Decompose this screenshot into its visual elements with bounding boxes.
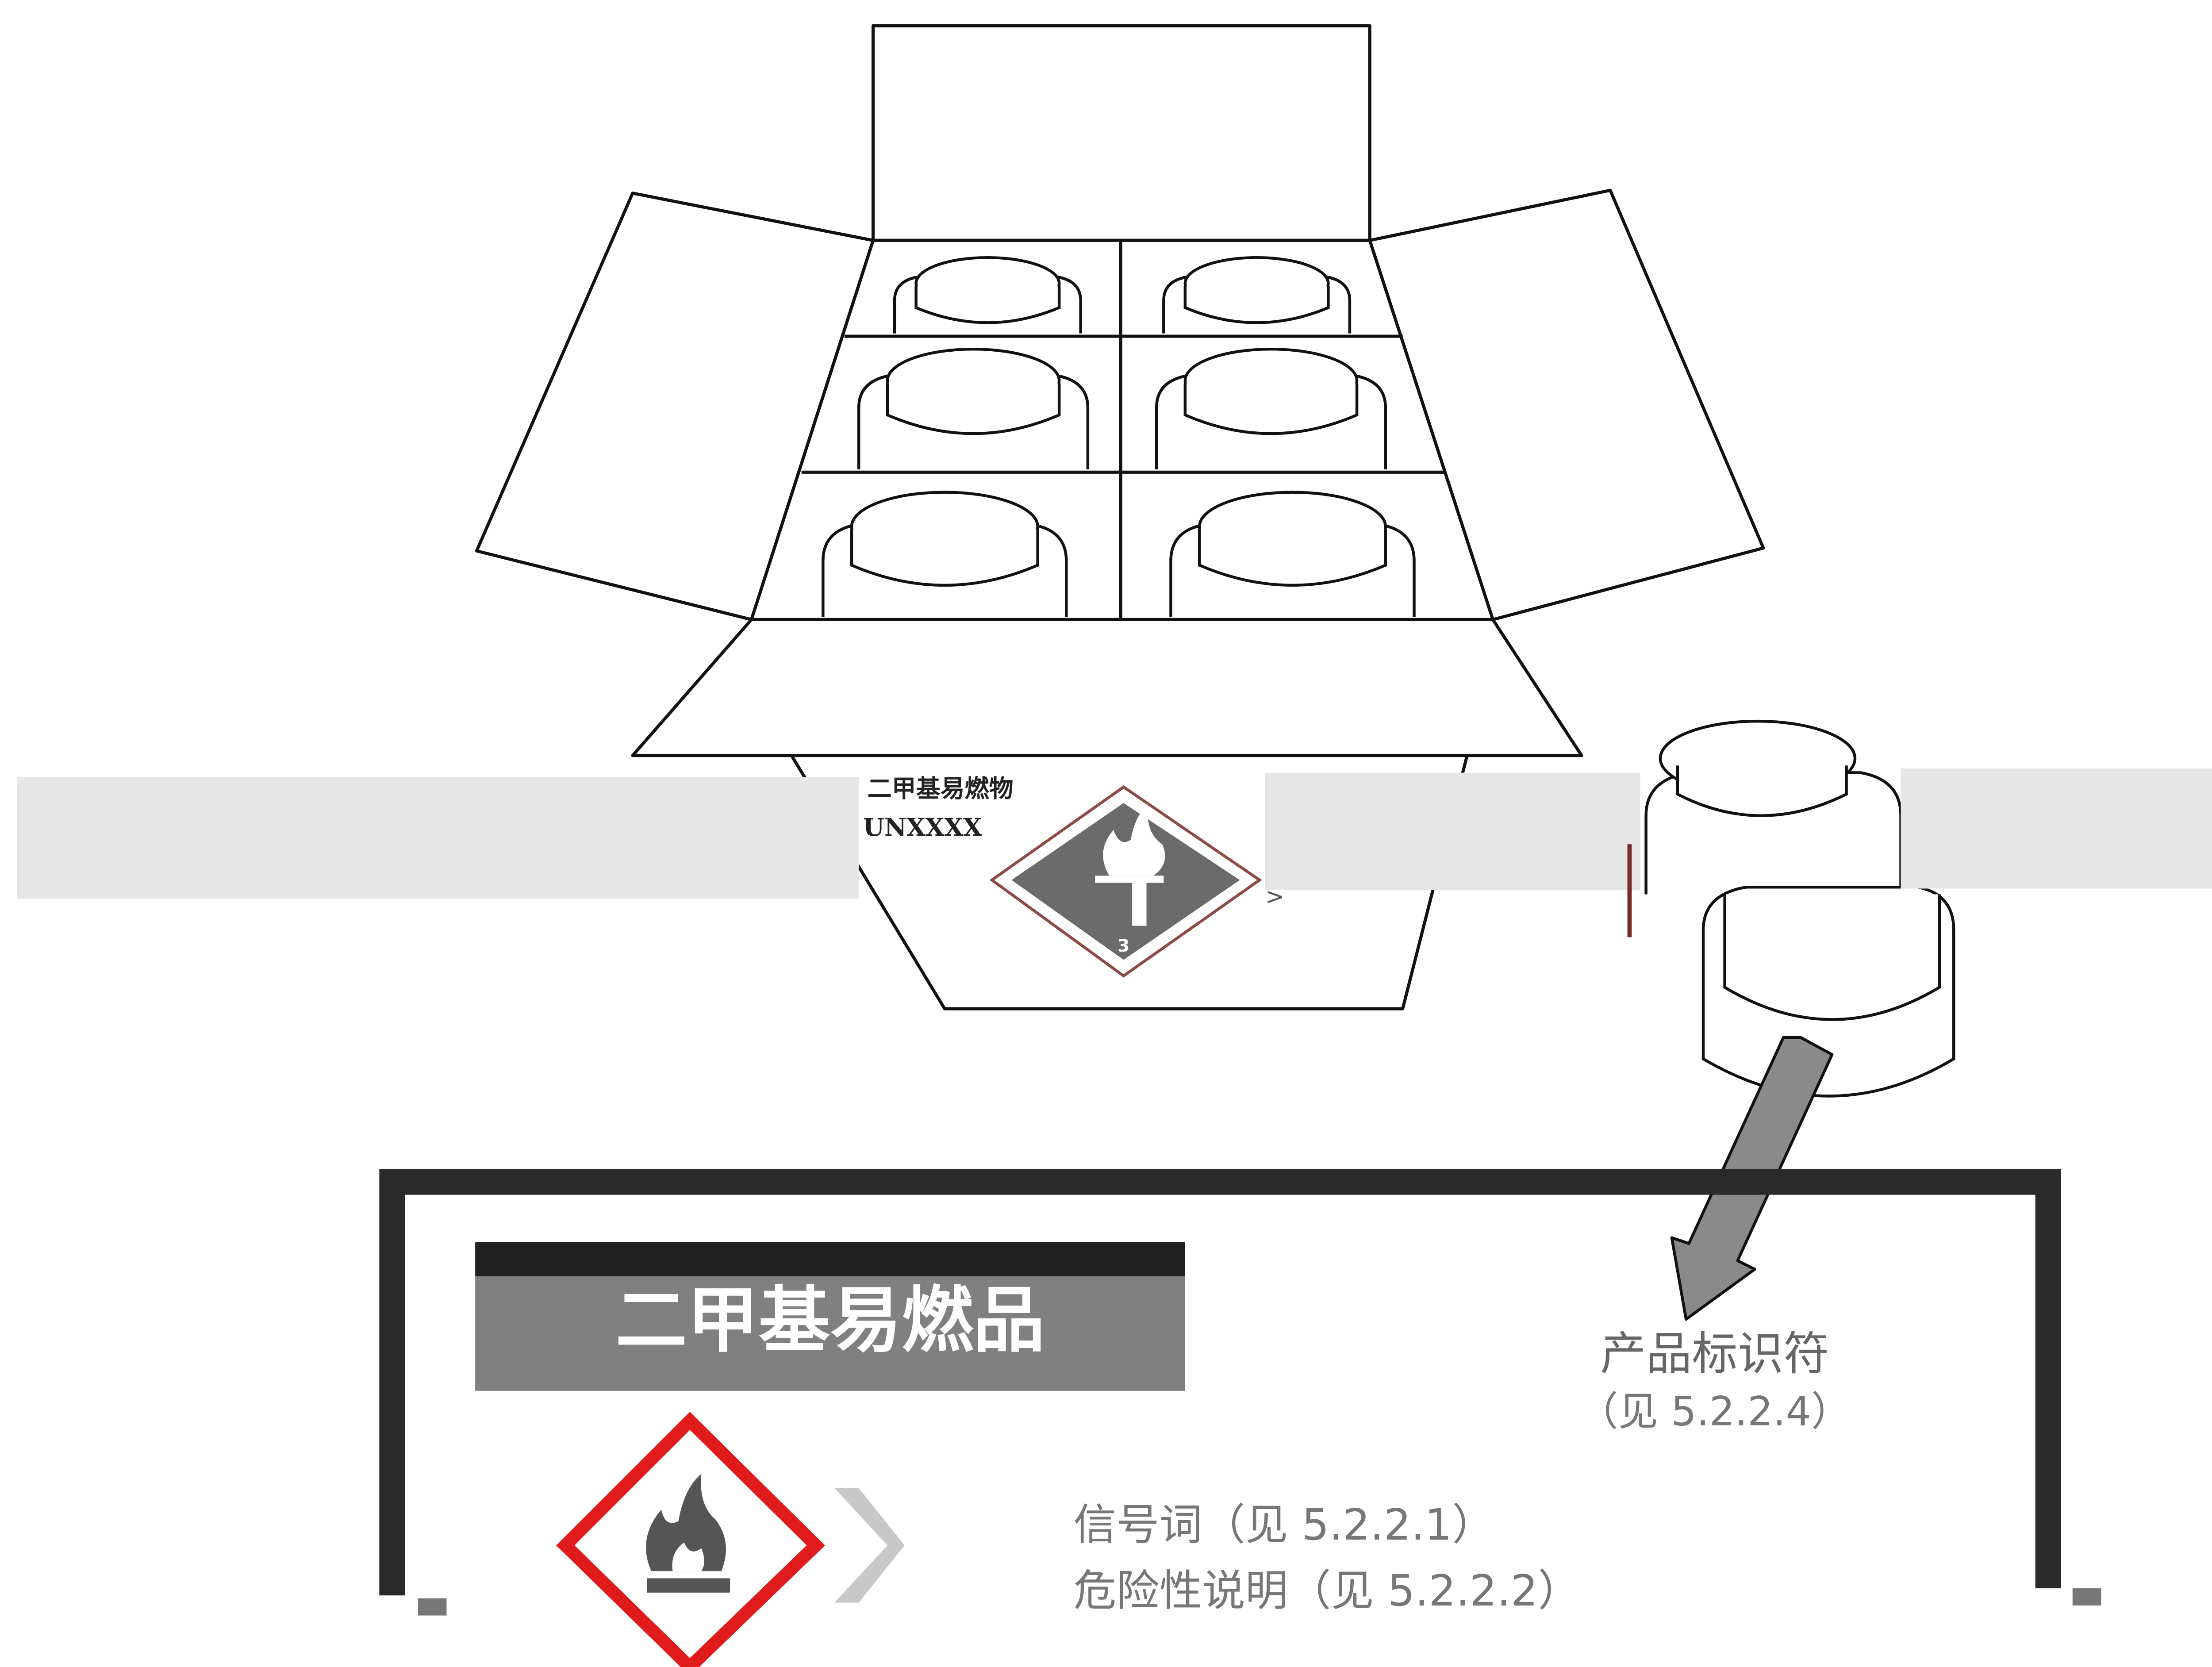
jar <box>822 491 1068 617</box>
separate-jar <box>1644 719 1955 1098</box>
box-product-name: 二甲基易燃物 <box>868 775 1014 803</box>
class-number: 3 <box>1118 936 1129 956</box>
hazard-label-frame <box>379 1169 2061 1596</box>
jar <box>1169 491 1416 617</box>
jar <box>857 347 1090 469</box>
box-back-flap <box>871 24 1371 242</box>
label-corner-mark <box>418 1598 447 1616</box>
product-identifier-ref: （见 5.2.2.4） <box>1578 1388 1851 1435</box>
jar <box>893 256 1082 334</box>
box-fragment-text: > <box>1265 883 1284 910</box>
scan-band <box>17 768 2212 937</box>
box-front-flap <box>631 618 1583 757</box>
hazard-statement: 危险性说明（见 5.2.2.2） <box>1073 1566 1581 1616</box>
product-name-banner-top <box>475 1242 1185 1277</box>
jars-in-box <box>822 256 1416 617</box>
label-corner-mark <box>2072 1588 2101 1606</box>
product-identifier: 产品标识符 <box>1600 1327 1829 1380</box>
signal-word: 信号词（见 5.2.2.1） <box>1073 1500 1495 1550</box>
product-name-banner <box>475 1276 1185 1391</box>
flammable-liquid-class-3-diamond-icon: 3 <box>989 785 1262 978</box>
jar <box>1155 347 1387 469</box>
product-name: 二甲基易燃品 <box>615 1279 1045 1362</box>
box-un-number: UNXXXX <box>863 813 982 841</box>
jar <box>1162 256 1352 334</box>
ghs-flame-pictogram-icon <box>556 1412 825 1667</box>
chevron-right-icon <box>834 1488 905 1603</box>
